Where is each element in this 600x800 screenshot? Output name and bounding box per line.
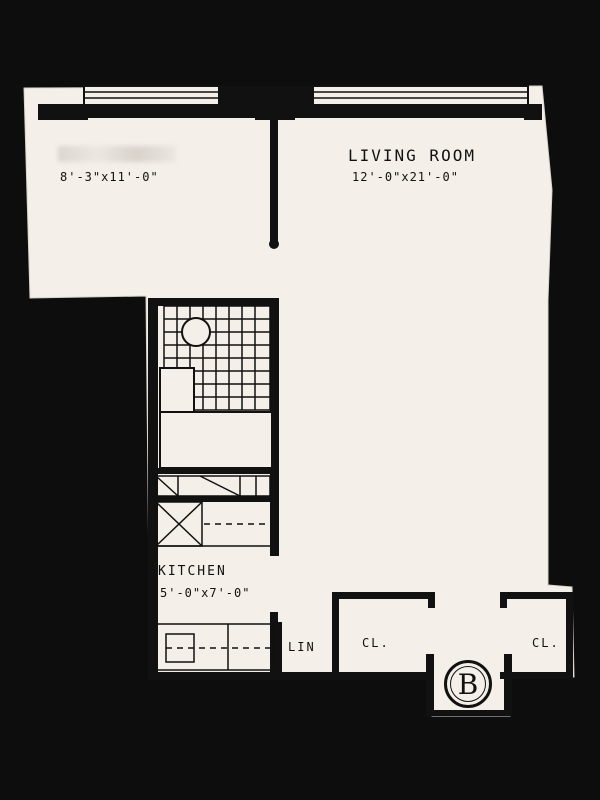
kitchen-counters (155, 475, 271, 547)
closet-label-1: CL. (362, 636, 390, 650)
living-room-title: LIVING ROOM (348, 146, 476, 165)
unit-letter-badge: B (444, 660, 492, 708)
kitchen-dimensions: 5'-0"x7'-0" (160, 586, 251, 600)
kitchen-title: KITCHEN (158, 564, 227, 579)
bedroom-dimensions: 8'-3"x11'-0" (60, 170, 159, 184)
toilet (181, 317, 211, 347)
linen-closet-label: LIN (288, 640, 316, 654)
linen-closet (278, 622, 282, 672)
walls (38, 86, 573, 716)
unit-letter: B (457, 667, 479, 701)
bathtub (159, 411, 273, 469)
redacted-room-name (58, 146, 176, 162)
windows-top (83, 85, 529, 107)
bathroom-sink-area (159, 367, 195, 413)
living-room-dimensions: 12'-0"x21'-0" (352, 170, 459, 184)
kitchen-appliances (155, 623, 275, 671)
closet-label-2: CL. (532, 636, 560, 650)
